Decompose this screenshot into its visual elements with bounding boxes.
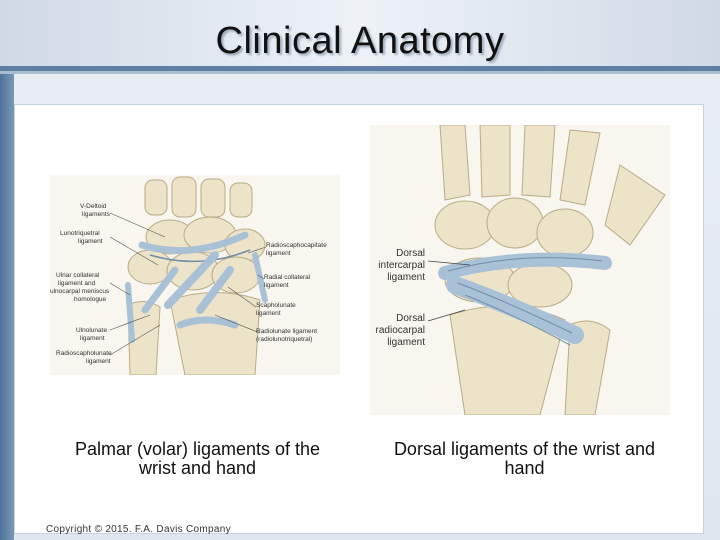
svg-text:ligament: ligament bbox=[387, 337, 425, 348]
label-dorsal-radiocarpal-1: Dorsal bbox=[396, 313, 425, 324]
title-rule-light bbox=[0, 71, 720, 74]
copyright-notice: Copyright © 2015. F.A. Davis Company bbox=[46, 524, 231, 535]
label-v-deltoid-2: ligaments bbox=[82, 211, 111, 218]
label-ulnar-collateral-2: ligament and bbox=[58, 280, 96, 287]
label-lunotriquetral-1: Lunotriquetral bbox=[60, 230, 100, 237]
label-dorsal-intercarpal-3: ligament bbox=[387, 272, 425, 283]
label-v-deltoid-1: V-Deltoid bbox=[80, 203, 107, 210]
svg-text:Radioscapholunate: Radioscapholunate bbox=[56, 350, 112, 357]
svg-text:ligament: ligament bbox=[80, 335, 105, 342]
label-dorsal-radiocarpal-3: ligament bbox=[387, 337, 425, 348]
label-radioscapholunate-2: ligament bbox=[86, 358, 111, 365]
palmar-ligaments-figure: V-Deltoid ligaments Lunotriquetral ligam… bbox=[50, 175, 340, 375]
slide-title: Clinical Anatomy bbox=[215, 20, 505, 62]
dorsal-ligaments-figure: Dorsal intercarpal ligament Dorsal radio… bbox=[370, 125, 670, 415]
label-ulnar-collateral-4: homologue bbox=[74, 296, 107, 303]
label-dorsal-radiocarpal-2: radiocarpal bbox=[376, 325, 425, 336]
svg-text:homologue: homologue bbox=[74, 296, 107, 303]
svg-text:ligament: ligament bbox=[266, 250, 291, 257]
svg-text:Dorsal: Dorsal bbox=[396, 248, 425, 259]
svg-text:radiocarpal: radiocarpal bbox=[376, 325, 425, 336]
title-band bbox=[0, 0, 720, 68]
label-ulnar-collateral-3: ulnocarpal meniscus bbox=[50, 288, 110, 295]
svg-text:ligament: ligament bbox=[86, 358, 111, 365]
svg-text:ligament and: ligament and bbox=[58, 280, 96, 287]
label-radiolunate-2: (radiolunotriquetral) bbox=[256, 336, 312, 343]
svg-text:Radial collateral: Radial collateral bbox=[264, 274, 311, 281]
svg-text:Radioscaphocapitate: Radioscaphocapitate bbox=[266, 242, 327, 249]
label-radioscaphocapitate-2: ligament bbox=[266, 250, 291, 257]
label-ulnolunate-2: ligament bbox=[80, 335, 105, 342]
svg-text:Lunotriquetral: Lunotriquetral bbox=[60, 230, 100, 237]
title-rule bbox=[0, 66, 720, 71]
label-radioscapholunate-1: Radioscapholunate bbox=[56, 350, 112, 357]
label-ulnolunate-1: Ulnolunate bbox=[76, 327, 107, 334]
svg-text:Ulnolunate: Ulnolunate bbox=[76, 327, 107, 334]
svg-text:ligament: ligament bbox=[264, 282, 289, 289]
svg-text:intercarpal: intercarpal bbox=[378, 260, 425, 271]
label-dorsal-intercarpal-1: Dorsal bbox=[396, 248, 425, 259]
label-radial-collateral-1: Radial collateral bbox=[264, 274, 311, 281]
label-dorsal-intercarpal-2: intercarpal bbox=[378, 260, 425, 271]
svg-text:ligament: ligament bbox=[256, 310, 281, 317]
svg-text:(radiolunotriquetral): (radiolunotriquetral) bbox=[256, 336, 312, 343]
palmar-caption: Palmar (volar) ligaments of the wrist an… bbox=[74, 439, 321, 478]
dorsal-caption: Dorsal ligaments of the wrist and hand bbox=[393, 439, 656, 478]
svg-text:Dorsal: Dorsal bbox=[396, 313, 425, 324]
label-radiolunate-1: Radiolunate ligament bbox=[256, 328, 317, 335]
svg-text:ulnocarpal meniscus: ulnocarpal meniscus bbox=[50, 288, 110, 295]
label-radioscaphocapitate-1: Radioscaphocapitate bbox=[266, 242, 327, 249]
svg-text:ligament: ligament bbox=[78, 238, 103, 245]
svg-text:Scapholunate: Scapholunate bbox=[256, 302, 296, 309]
svg-text:ligament: ligament bbox=[387, 272, 425, 283]
svg-text:Radiolunate ligament: Radiolunate ligament bbox=[256, 328, 317, 335]
svg-text:V-Deltoid: V-Deltoid bbox=[80, 203, 107, 210]
label-ulnar-collateral-1: Ulnar collateral bbox=[56, 272, 100, 279]
svg-text:ligaments: ligaments bbox=[82, 211, 111, 218]
label-radial-collateral-2: ligament bbox=[264, 282, 289, 289]
label-scapholunate-2: ligament bbox=[256, 310, 281, 317]
left-accent-stripe bbox=[0, 74, 14, 540]
label-lunotriquetral-2: ligament bbox=[78, 238, 103, 245]
svg-text:Ulnar collateral: Ulnar collateral bbox=[56, 272, 100, 279]
label-scapholunate-1: Scapholunate bbox=[256, 302, 296, 309]
